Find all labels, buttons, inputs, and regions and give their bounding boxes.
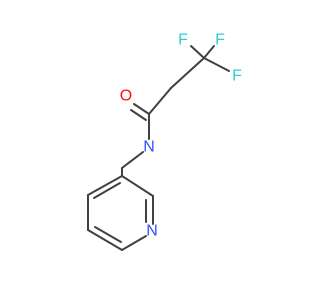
molecule-diagram: F F F O N N — [87, 32, 242, 251]
bonds — [87, 45, 230, 251]
bond-c4-o-a — [133, 103, 150, 115]
atom-f3-label: F — [232, 68, 242, 85]
bond-c1-f3 — [203, 57, 230, 72]
molecule-svg: F F F O N N — [87, 32, 242, 251]
atom-f2-label: F — [178, 32, 188, 49]
bond-c2-c3 — [148, 87, 172, 115]
bond-c1-f2 — [190, 45, 205, 59]
ring-bond-4 — [121, 235, 147, 251]
atom-f1-label: F — [215, 32, 225, 49]
ring-bond-6 — [121, 175, 154, 197]
atom-labels: F F F O N N — [120, 32, 242, 240]
atom-o-label: O — [120, 88, 132, 105]
bond-c4-o-b — [130, 109, 147, 121]
atom-npyr-label: N — [146, 223, 158, 240]
ring-bond-1 — [87, 175, 123, 196]
bond-n-c5 — [121, 151, 144, 169]
ring-bond-3 — [87, 229, 123, 251]
atom-n-label: N — [143, 139, 155, 156]
bond-c1-f1 — [203, 45, 215, 59]
bond-c1-c2 — [170, 57, 205, 89]
ring-bond-3b — [94, 226, 122, 243]
ring-bond-1b — [93, 182, 121, 199]
